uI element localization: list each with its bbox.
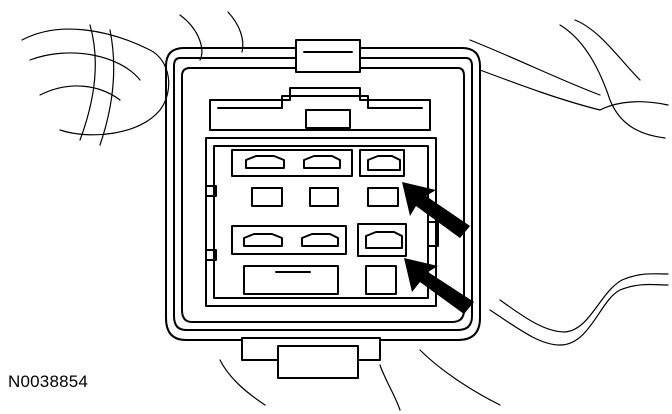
cavity-row-lower <box>243 265 397 295</box>
pointer-arrow-upper <box>402 182 470 238</box>
terminal-row-top <box>231 149 405 177</box>
pointer-arrow-lower <box>404 258 474 314</box>
harness-sketch <box>21 11 669 411</box>
terminal-row-bottom <box>231 223 407 257</box>
figure-reference-id: N0038854 <box>8 372 89 391</box>
bottom-latch <box>241 337 381 379</box>
cavity-row-middle <box>251 187 399 207</box>
